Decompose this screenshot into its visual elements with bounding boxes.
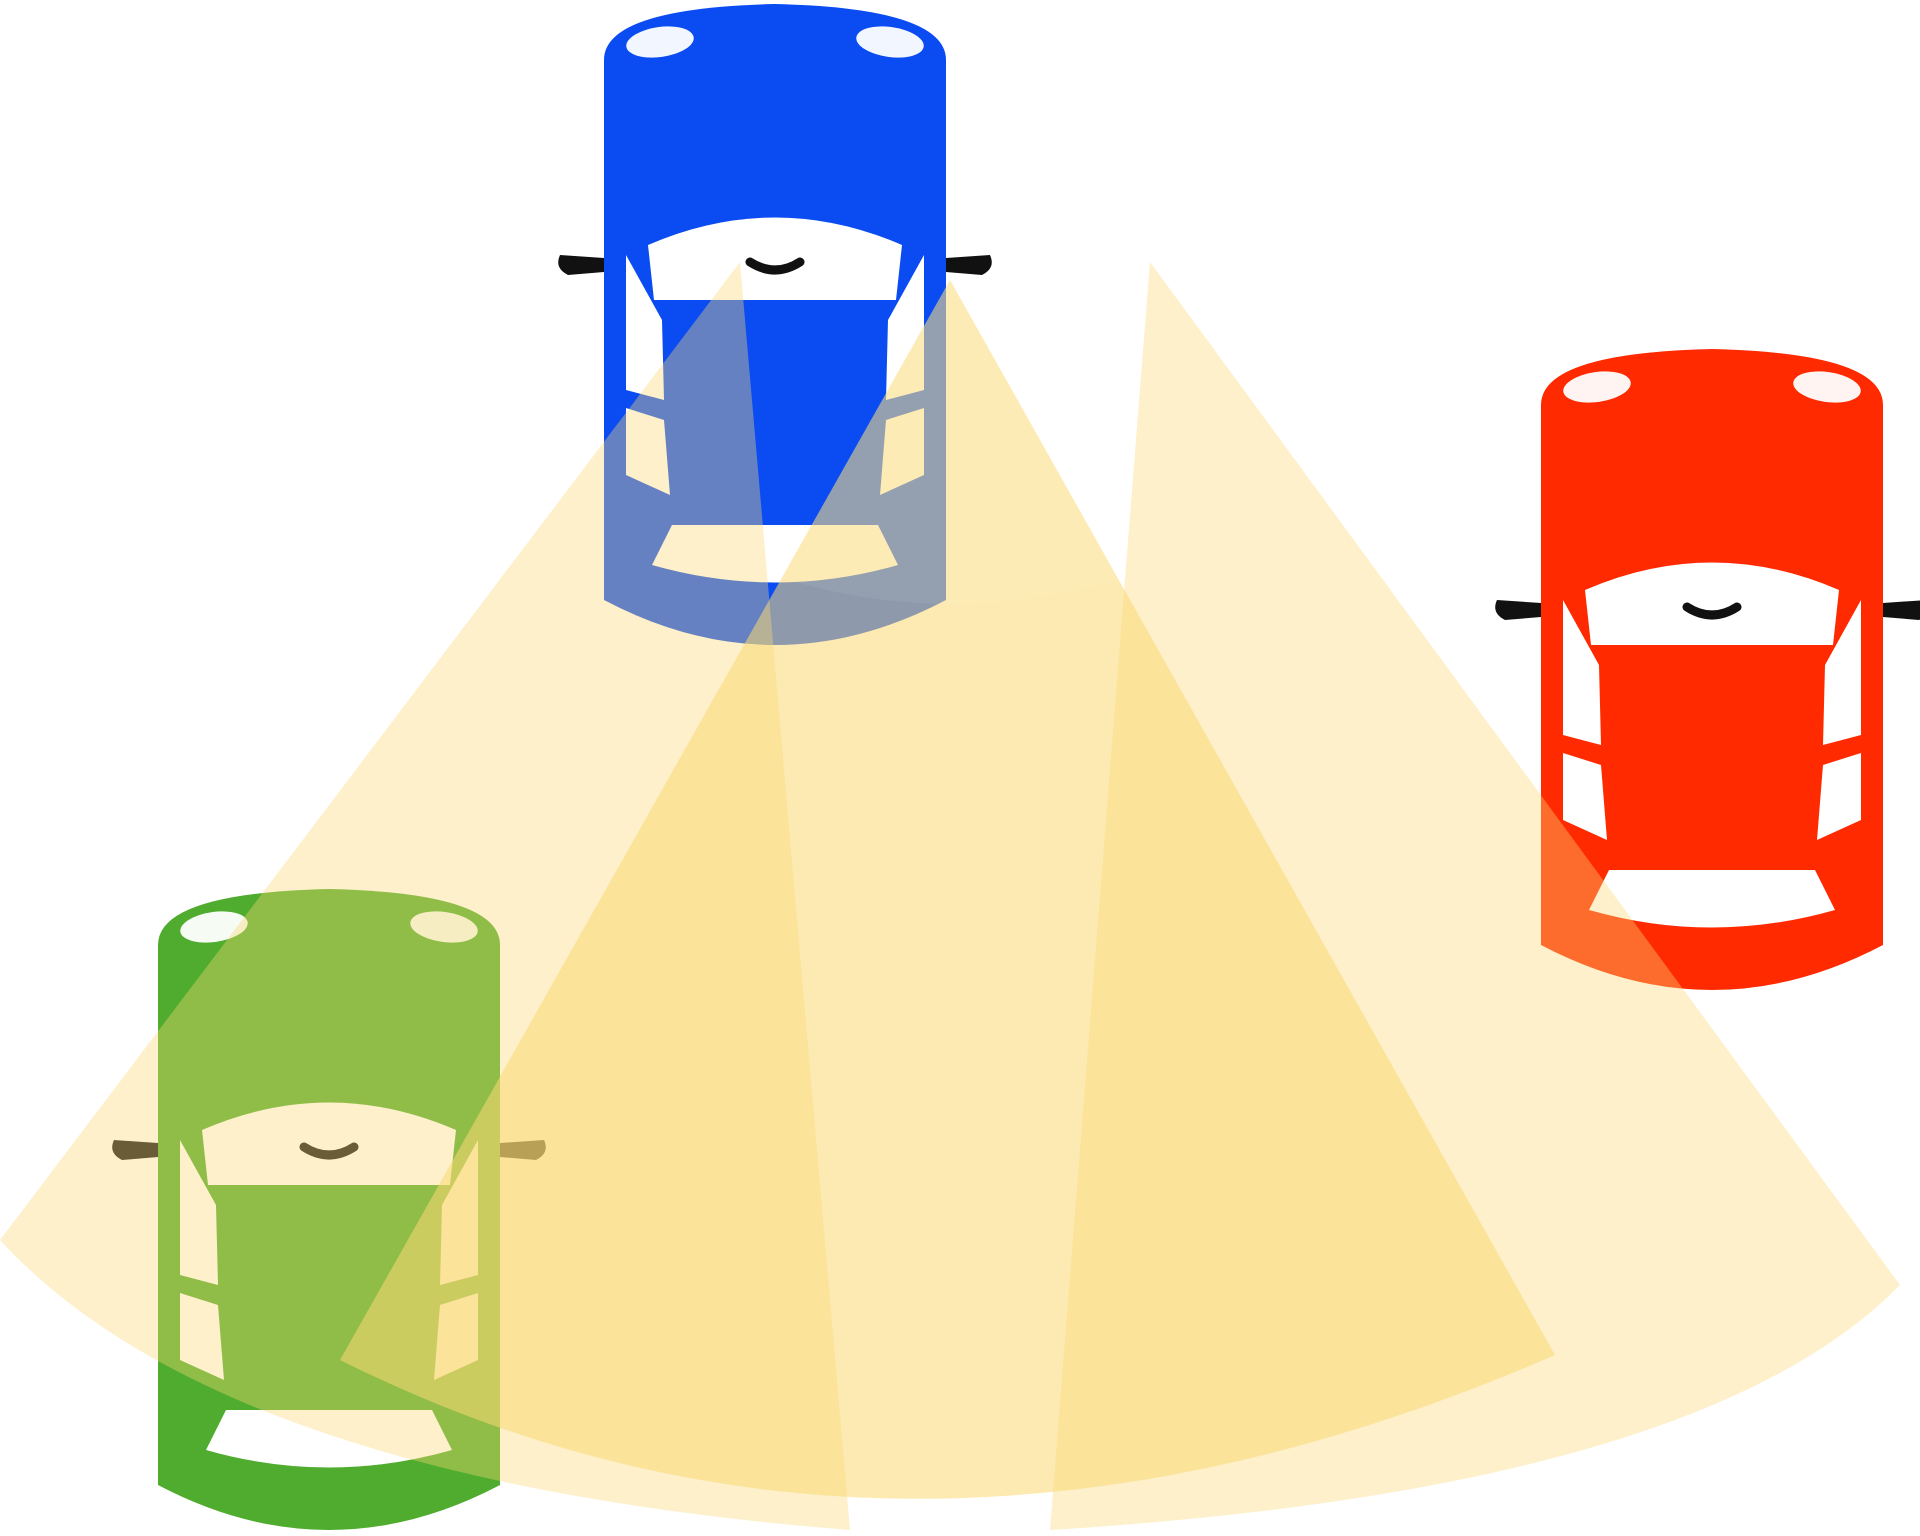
blind-spot-diagram (0, 0, 1920, 1536)
diagram-canvas (0, 0, 1920, 1536)
